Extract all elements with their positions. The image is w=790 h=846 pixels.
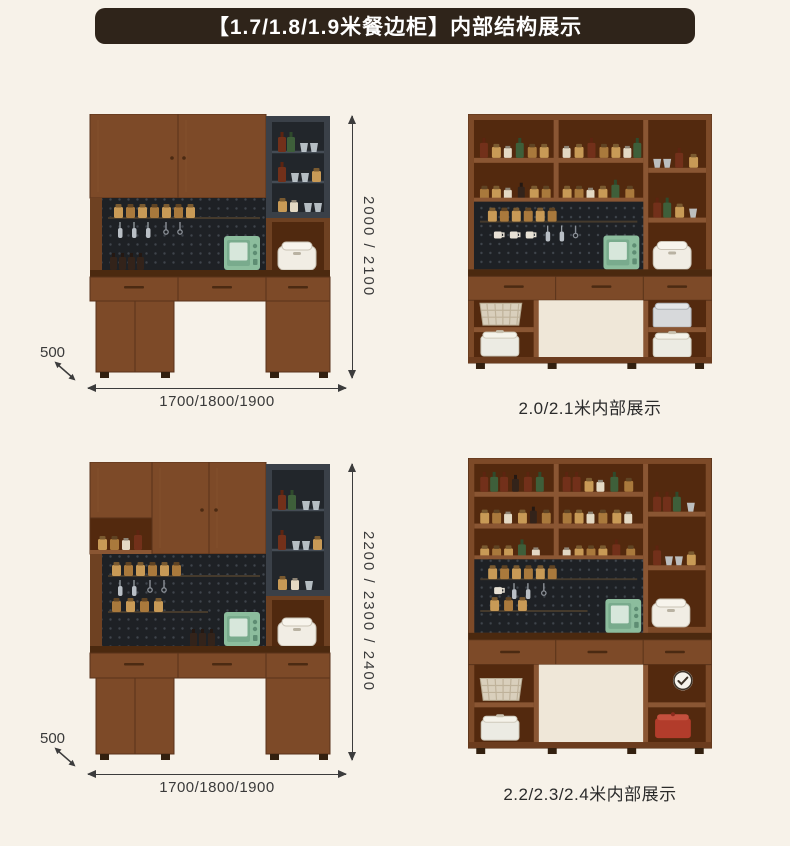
cabinet-2-illustration [468, 114, 712, 369]
left-pedestal [95, 677, 175, 755]
height-label-3: 2200 / 2300 / 2400 [360, 531, 377, 693]
depth-label-3: 500 [40, 730, 66, 747]
width-label-1: 1700/1800/1900 [159, 393, 275, 410]
width-dimension-3: 1700/1800/1900 [87, 769, 347, 796]
bottom-left-shelf [473, 300, 534, 358]
caption-4: 2.2/2.3/2.4米内部展示 [503, 785, 677, 804]
dimension-line-horizontal [87, 769, 347, 778]
countertop [90, 646, 330, 653]
countertop [468, 632, 712, 640]
rice-cooker [651, 598, 691, 628]
height-dimension-1: 2000 / 2100 [347, 115, 377, 379]
main-doors [151, 462, 267, 555]
depth-label-1: 500 [40, 344, 66, 361]
right-pedestal [265, 300, 331, 373]
dimension-line-vertical [347, 463, 356, 761]
caption-2: 2.0/2.1米内部展示 [518, 399, 662, 418]
dimension-line-horizontal [87, 383, 347, 392]
depth-dimension-1: 500 [40, 344, 78, 382]
rice-cooker [277, 617, 317, 647]
countertop [468, 269, 712, 277]
rice-cooker [652, 241, 692, 270]
display-cabinet [266, 116, 330, 218]
width-label-3: 1700/1800/1900 [159, 779, 275, 796]
green-appliance [605, 599, 642, 633]
green-appliance [224, 236, 260, 270]
bottom-left-shelf [474, 664, 534, 743]
cabinet-4-illustration [468, 458, 712, 755]
right-column [648, 120, 707, 270]
left-open-shelf [89, 517, 153, 555]
drawer-band [468, 275, 712, 301]
bottom-right-shelf [648, 664, 706, 743]
drawer-band [89, 276, 331, 302]
rice-cooker [277, 241, 317, 271]
bottom-frame [468, 742, 712, 749]
open-kneespace [538, 664, 644, 743]
bottom-frame [468, 357, 712, 364]
top-shelves [473, 120, 644, 200]
feet [475, 363, 705, 369]
depth-arrow-icon [54, 747, 76, 767]
green-appliance [603, 235, 640, 270]
display-cabinet [266, 464, 330, 596]
left-pedestal [95, 300, 175, 373]
green-appliance [224, 612, 260, 646]
header-title: 【1.7/1.8/1.9米餐边柜】内部结构展示 [207, 16, 583, 39]
cabinet-3-illustration [89, 462, 331, 760]
height-label-1: 2000 / 2100 [360, 196, 377, 298]
feet [476, 748, 704, 755]
feet [100, 754, 328, 760]
depth-arrow-icon [54, 361, 76, 381]
cabinet-1-illustration [89, 114, 331, 378]
left-upper-cupboard [89, 462, 153, 519]
right-column [648, 463, 706, 628]
depth-dimension-3: 500 [40, 730, 78, 768]
dimension-line-vertical [347, 115, 356, 379]
height-dimension-3: 2200 / 2300 / 2400 [347, 463, 377, 761]
drawer-band [89, 652, 331, 679]
bottom-right-shelf [648, 300, 707, 358]
column-divider [643, 120, 649, 358]
top-shelves [474, 463, 644, 560]
header-banner: 【1.7/1.8/1.9米餐边柜】内部结构展示 [95, 8, 695, 44]
pegboard [473, 197, 644, 270]
feet [100, 372, 328, 378]
check-icon [671, 669, 694, 692]
right-pedestal [265, 677, 331, 755]
column-divider [643, 463, 649, 743]
open-kneespace [538, 300, 644, 358]
width-dimension-1: 1700/1800/1900 [87, 383, 347, 410]
upper-cupboard [89, 114, 267, 199]
drawer-band [468, 639, 712, 666]
bottom-divider [533, 300, 539, 358]
countertop [90, 270, 330, 277]
bottom-divider [533, 664, 539, 743]
